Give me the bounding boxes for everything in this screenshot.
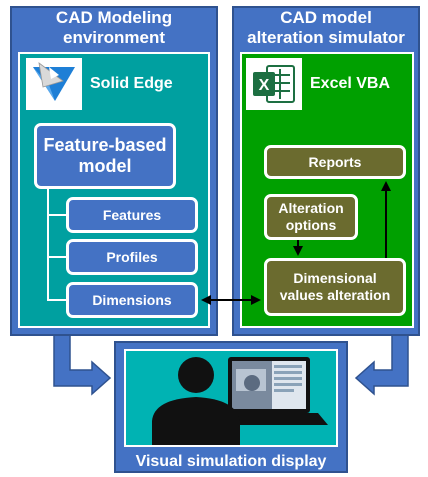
alteration-options-box: Alteration options bbox=[264, 194, 358, 240]
svg-text:X: X bbox=[259, 77, 270, 94]
excel-vba-label: Excel VBA bbox=[310, 75, 391, 92]
right-flow-arrow bbox=[354, 333, 409, 396]
excel-logo-icon: X bbox=[246, 58, 302, 110]
features-box: Features bbox=[66, 197, 198, 233]
alteration-simulator-title-line1: CAD model bbox=[280, 8, 372, 27]
alteration-simulator-title-line2: alteration simulator bbox=[247, 28, 405, 47]
cad-modeling-title-line1: CAD Modeling bbox=[55, 8, 173, 27]
dimensions-box: Dimensions bbox=[66, 282, 198, 318]
alteration-simulator-title: CAD model alteration simulator bbox=[232, 8, 420, 48]
user-at-monitor-icon bbox=[152, 357, 328, 445]
visual-simulation-caption: Visual simulation display bbox=[135, 453, 327, 470]
solid-edge-label: Solid Edge bbox=[90, 75, 173, 92]
cad-modeling-title: CAD Modeling environment bbox=[10, 8, 218, 48]
reports-box: Reports bbox=[264, 145, 406, 179]
solid-edge-logo-icon bbox=[26, 58, 82, 110]
cad-modeling-title-line2: environment bbox=[62, 28, 166, 47]
feature-based-model-box: Feature-based model bbox=[34, 123, 176, 189]
dimensional-values-alteration-box: Dimensional values alteration bbox=[264, 258, 406, 316]
profiles-box: Profiles bbox=[66, 239, 198, 275]
left-flow-arrow bbox=[53, 333, 112, 396]
